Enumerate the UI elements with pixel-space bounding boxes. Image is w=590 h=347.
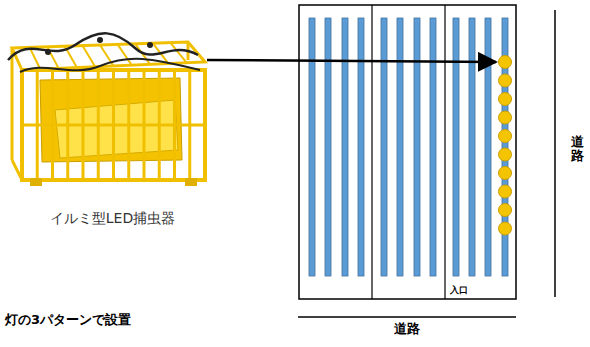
- trap-marker: [499, 222, 512, 235]
- greenhouse-plan: [299, 5, 516, 299]
- plant-row: [485, 18, 491, 276]
- plant-row: [342, 18, 348, 276]
- plant-row: [381, 18, 387, 276]
- caption-text: イルミ型LED捕虫器: [50, 210, 175, 228]
- trap-illustration: [8, 33, 205, 186]
- trap-marker: [499, 93, 512, 106]
- plant-row: [325, 18, 331, 276]
- road-line: [554, 10, 556, 297]
- trap-marker: [499, 204, 512, 217]
- plant-row: [414, 18, 420, 276]
- road-line: [298, 316, 516, 318]
- trap-marker: [499, 185, 512, 198]
- trap-marker: [499, 74, 512, 87]
- road-label: 道路: [394, 320, 420, 338]
- trap-marker: [499, 167, 512, 180]
- pointer-arrow: [207, 60, 496, 62]
- plant-row: [469, 18, 475, 276]
- trap-marker: [499, 148, 512, 161]
- plant-row: [358, 18, 364, 276]
- trap-marker: [499, 56, 512, 69]
- trap-marker: [499, 130, 512, 143]
- section-heading: 灯の3パターンで設置: [5, 311, 131, 329]
- plant-row: [397, 18, 403, 276]
- greenhouse-box: 入口: [299, 5, 516, 299]
- road-label: 道路: [571, 135, 584, 164]
- plant-row: [430, 18, 436, 276]
- plant-row: [453, 18, 459, 276]
- trap-illustration-box: イルミ型LED捕虫器: [0, 15, 225, 240]
- entrance-label: 入口: [450, 284, 468, 297]
- trap-marker: [499, 111, 512, 124]
- plant-row: [309, 18, 315, 276]
